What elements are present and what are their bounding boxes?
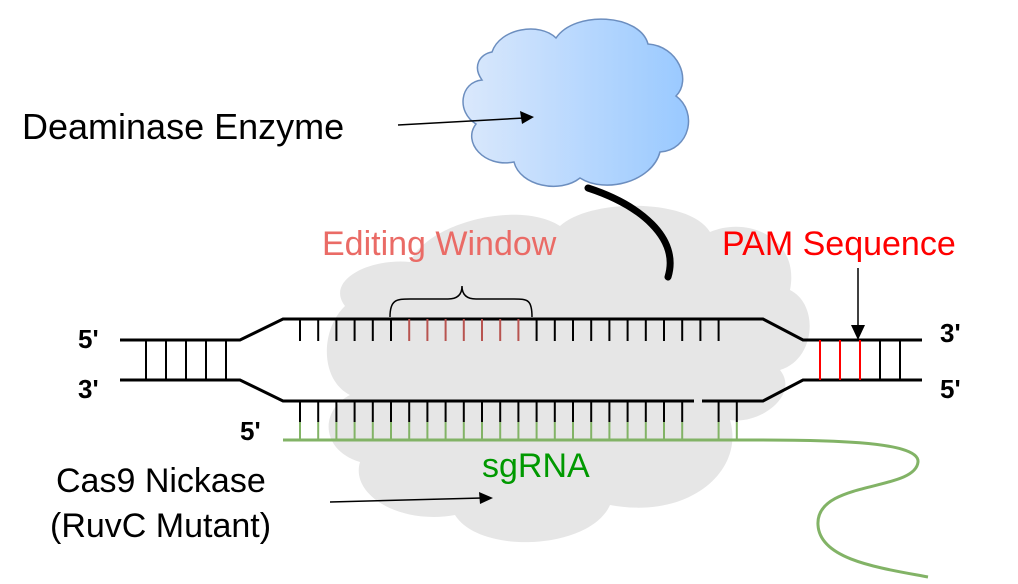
cas9-label-line1: Cas9 Nickase: [56, 462, 266, 500]
deaminase-pointer-arrow: [397, 111, 534, 126]
cas9-pointer-arrow: [329, 492, 493, 504]
pam-sequence-label: PAM Sequence: [722, 225, 956, 263]
sgrna-strand: [283, 438, 929, 579]
editing-window-label: Editing Window: [322, 225, 557, 263]
bottom-right-end-label: 5': [940, 374, 961, 404]
bottom-left-end-label: 3': [78, 374, 99, 404]
dna-bottom-strand-left: [120, 378, 694, 403]
deaminase-enzyme-cloud: [462, 18, 690, 187]
base-pairs: [145, 319, 901, 440]
sgrna-label: sgRNA: [482, 447, 590, 485]
sgrna-end-label: 5': [240, 416, 261, 446]
editing-window-brace: [389, 285, 533, 318]
top-right-end-label: 3': [940, 318, 961, 348]
cas9-label-line2: (RuvC Mutant): [50, 507, 271, 545]
deaminase-label: Deaminase Enzyme: [22, 106, 344, 147]
top-left-end-label: 5': [78, 324, 99, 354]
cas9-nickase-body: [326, 205, 810, 543]
pam-pointer-arrow: [851, 268, 865, 340]
dna-top-strand: [120, 317, 922, 342]
dna-bottom-strand-right: [702, 378, 922, 403]
linker: [584, 184, 674, 281]
